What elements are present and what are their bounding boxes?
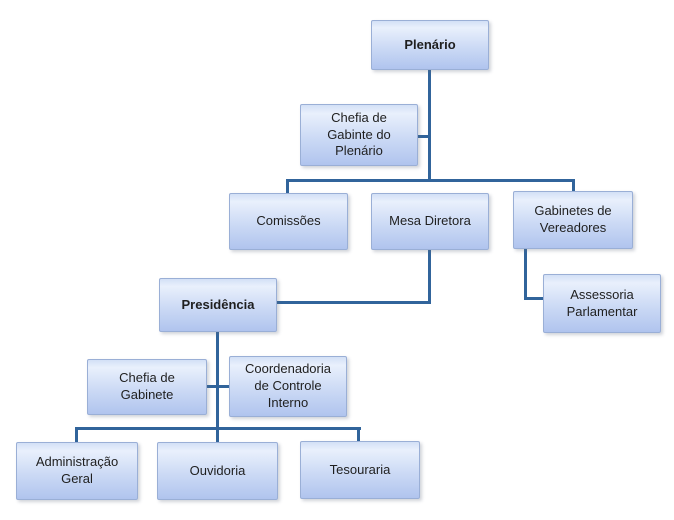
connector-gabinetes-down	[524, 248, 527, 300]
connector-gabinetes-drop	[572, 179, 575, 193]
node-ouvidoria: Ouvidoria	[157, 442, 278, 500]
node-plenario: Plenário	[371, 20, 489, 70]
node-coordenadoria-controle-interno: Coordenadoria de Controle Interno	[229, 356, 347, 417]
connector-assessoria-stub	[524, 297, 545, 300]
node-tesouraria: Tesouraria	[300, 441, 420, 499]
connector-coordenadoria-stub	[217, 385, 231, 388]
node-presidencia: Presidência	[159, 278, 277, 332]
node-chefia-gabinete: Chefia de Gabinete	[87, 359, 207, 415]
node-comissoes: Comissões	[229, 193, 348, 250]
connector-administracao-drop	[75, 427, 78, 444]
connector-mesa-diretora-down	[428, 249, 431, 304]
node-mesa-diretora: Mesa Diretora	[371, 193, 489, 250]
node-gabinetes-vereadores: Gabinetes de Vereadores	[513, 191, 633, 249]
connector-tesouraria-drop	[357, 427, 360, 443]
connector-comissoes-drop	[286, 179, 289, 195]
connector-plenario-down	[428, 69, 431, 182]
connector-row2-horizontal	[286, 179, 575, 182]
connector-chefia-gabinte-plenario	[417, 135, 429, 138]
node-administracao-geral: Administração Geral	[16, 442, 138, 500]
node-assessoria-parlamentar: Assessoria Parlamentar	[543, 274, 661, 333]
connector-presidencia-horizontal	[276, 301, 431, 304]
connector-bottom-horizontal	[75, 427, 361, 430]
connector-chefia-gabinete-stub	[206, 385, 218, 388]
node-chefia-gabinte-plenario: Chefia de Gabinte do Plenário	[300, 104, 418, 166]
